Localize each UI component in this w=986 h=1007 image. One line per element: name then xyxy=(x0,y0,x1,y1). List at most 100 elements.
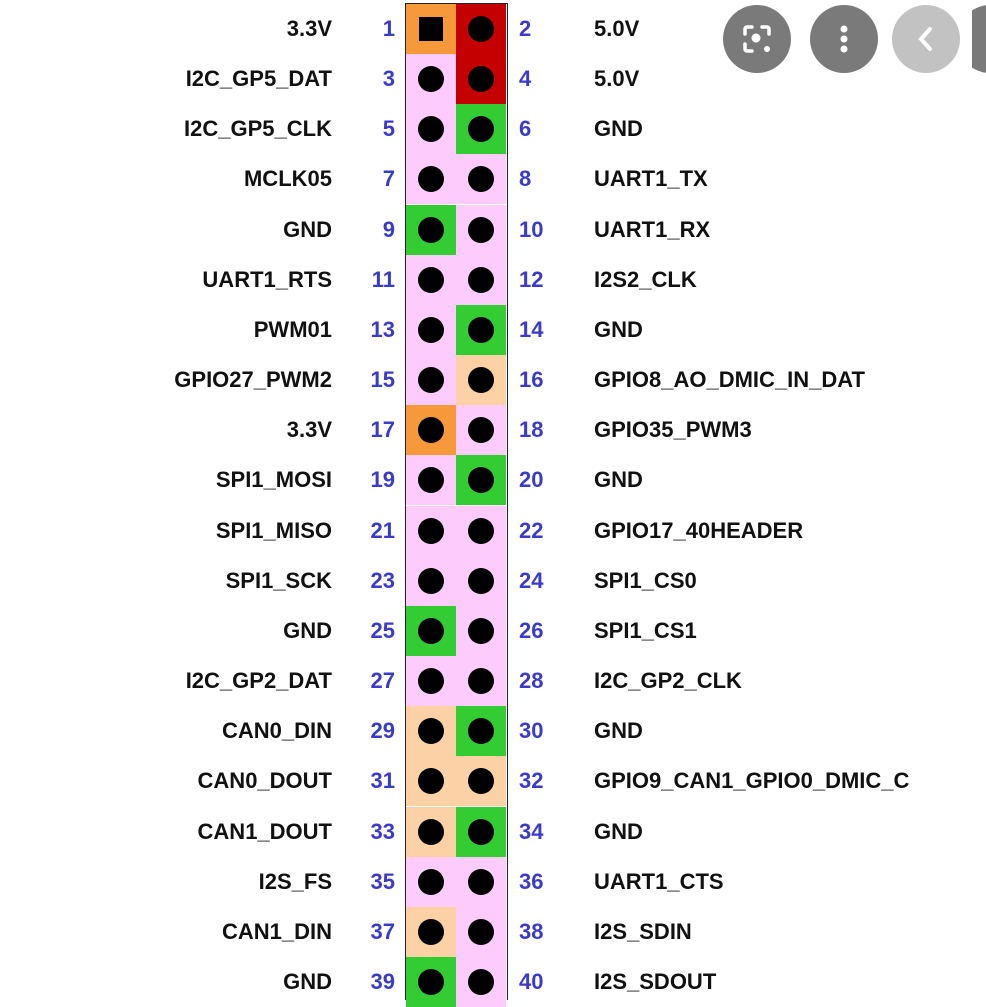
round-pin-icon xyxy=(418,617,444,644)
pin-number: 32 xyxy=(519,768,544,794)
round-pin-icon xyxy=(468,417,494,444)
round-pin-icon xyxy=(468,617,494,644)
pin-cell-special xyxy=(406,906,456,957)
pin-number: 15 xyxy=(370,367,395,393)
pin-cell-default xyxy=(456,405,506,456)
pin-number: 39 xyxy=(370,969,395,995)
round-pin-icon xyxy=(468,868,494,895)
round-pin-icon xyxy=(418,216,444,243)
pin-number: 37 xyxy=(370,918,395,944)
pin-cell-default xyxy=(406,505,456,556)
pin-number: 31 xyxy=(370,768,395,794)
pin-label: UART1_RX xyxy=(594,216,711,242)
pin-cell-power5 xyxy=(456,4,506,54)
round-pin-icon xyxy=(468,517,494,544)
pin-label: CAN1_DIN xyxy=(221,918,332,944)
pin-cell-default xyxy=(456,856,506,907)
round-pin-icon xyxy=(468,66,494,93)
pin-cell-ground xyxy=(456,455,506,506)
pin-cell-ground xyxy=(456,806,506,857)
round-pin-icon xyxy=(468,668,494,695)
pin-label: I2C_GP5_CLK xyxy=(184,116,332,142)
pin-cell-default xyxy=(406,555,456,606)
pin-number: 29 xyxy=(370,718,395,744)
pin-label: CAN0_DIN xyxy=(221,718,332,744)
pin-number: 8 xyxy=(519,166,532,192)
pin-label: GND xyxy=(594,467,643,493)
pin-cell-ground xyxy=(456,104,506,155)
previous-button[interactable] xyxy=(892,5,960,73)
pin-label: MCLK05 xyxy=(243,166,332,192)
round-pin-icon xyxy=(468,16,494,42)
round-pin-icon xyxy=(468,718,494,745)
pin-number: 9 xyxy=(382,216,395,242)
round-pin-icon xyxy=(418,668,444,695)
pin-label: GND xyxy=(594,316,643,342)
chevron-left-icon xyxy=(918,27,932,51)
round-pin-icon xyxy=(418,818,444,845)
round-pin-icon xyxy=(418,969,444,996)
round-pin-icon xyxy=(418,367,444,394)
pin-number: 40 xyxy=(519,969,544,995)
pin-label: SPI1_CS1 xyxy=(594,617,697,643)
pin-label: CAN1_DOUT xyxy=(197,818,332,844)
round-pin-icon xyxy=(418,868,444,895)
round-pin-icon xyxy=(418,166,444,193)
pin-number: 12 xyxy=(519,266,544,292)
pin-label: GND xyxy=(594,116,643,142)
pin-label: I2C_GP2_DAT xyxy=(185,668,332,694)
pin-label: GPIO35_PWM3 xyxy=(594,417,752,443)
pin-label: UART1_RTS xyxy=(202,266,332,292)
pin-label: GND xyxy=(594,818,643,844)
pin-number: 4 xyxy=(519,66,532,92)
round-pin-icon xyxy=(468,818,494,845)
round-pin-icon xyxy=(468,918,494,945)
pin-number: 7 xyxy=(382,166,395,192)
pin-number: 35 xyxy=(370,868,395,894)
more-vert-icon xyxy=(840,25,848,53)
pin-cell-default xyxy=(406,54,456,105)
pin-cell-default xyxy=(456,656,506,707)
pin-label: CAN0_DOUT xyxy=(197,768,332,794)
pin-cell-default xyxy=(456,204,506,255)
round-pin-icon xyxy=(468,367,494,394)
pin-cell-default xyxy=(406,856,456,907)
pin-number: 33 xyxy=(370,818,395,844)
pin-label: 3.3V xyxy=(286,16,332,41)
pin-cell-default xyxy=(406,104,456,155)
pin-number: 14 xyxy=(519,316,544,342)
pin-number: 36 xyxy=(519,868,544,894)
pin-number: 10 xyxy=(519,216,544,242)
pin-label: SPI1_SCK xyxy=(225,567,332,593)
next-button[interactable] xyxy=(972,5,986,73)
round-pin-icon xyxy=(418,266,444,293)
pin-label: GND xyxy=(283,216,332,242)
round-pin-icon xyxy=(468,316,494,343)
pin-number: 34 xyxy=(519,818,544,844)
pin-number: 6 xyxy=(519,116,532,142)
pin-label: I2C_GP5_DAT xyxy=(185,66,332,92)
pin-cell-default xyxy=(456,906,506,957)
round-pin-icon xyxy=(418,718,444,745)
pin-number: 21 xyxy=(370,517,395,543)
lens-search-button[interactable] xyxy=(723,5,791,73)
pin-cell-default xyxy=(456,605,506,656)
pin-cell-default xyxy=(456,957,506,1007)
round-pin-icon xyxy=(468,266,494,293)
pin-label: 5.0V xyxy=(594,16,640,41)
more-options-button[interactable] xyxy=(810,5,878,73)
round-pin-icon xyxy=(418,768,444,795)
pin-label: I2S_SDOUT xyxy=(594,969,717,995)
round-pin-icon xyxy=(418,316,444,343)
pin-number: 24 xyxy=(519,567,544,593)
